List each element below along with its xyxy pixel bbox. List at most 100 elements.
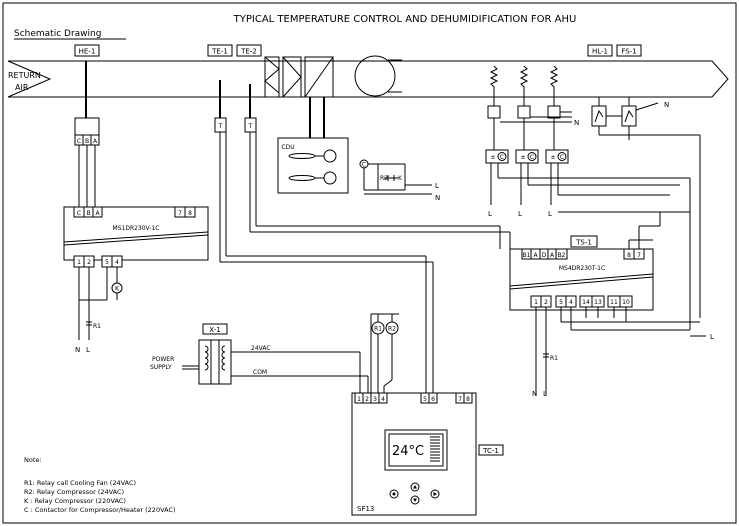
controller-display: 24°C <box>384 429 448 471</box>
svg-text:K: K <box>115 286 120 293</box>
display-temperature: 24°C <box>392 444 424 459</box>
svg-text:TE-1: TE-1 <box>211 48 228 56</box>
svg-text:C: C <box>500 154 504 161</box>
svg-text:4: 4 <box>569 299 573 306</box>
svg-text:6: 6 <box>431 396 435 403</box>
left-r1-label: R1 <box>93 323 101 330</box>
svg-text:HL-1: HL-1 <box>592 48 608 56</box>
power-supply-label-2: SUPPLY <box>150 364 172 371</box>
tag-fs1: FS-1 <box>616 44 642 57</box>
svg-text:13: 13 <box>594 299 602 306</box>
controller-down-button[interactable] <box>410 495 420 505</box>
contactor-c: C <box>359 159 369 169</box>
svg-text:8: 8 <box>627 252 631 259</box>
svg-text:±: ± <box>490 154 495 161</box>
label-com: COM <box>253 369 267 376</box>
heater-neutral-label: N <box>574 119 579 127</box>
svg-text:10: 10 <box>622 299 630 306</box>
relay-r1-coil: R1 <box>371 314 385 393</box>
svg-text:3: 3 <box>373 396 377 403</box>
svg-text:11: 11 <box>610 299 618 306</box>
svg-text:CDU: CDU <box>281 144 294 151</box>
svg-text:B2: B2 <box>558 252 566 259</box>
r2-contact-label: R2 <box>380 175 388 182</box>
svg-text:±: ± <box>550 154 555 161</box>
svg-text:8: 8 <box>188 210 192 217</box>
controller-power-button[interactable] <box>389 489 399 499</box>
svg-text:B1: B1 <box>523 252 531 259</box>
duct-cooling-coil-icon <box>304 56 334 98</box>
drawing-subtitle: Schematic Drawing <box>14 29 101 39</box>
svg-text:4: 4 <box>381 396 385 403</box>
svg-text:TS-1: TS-1 <box>575 239 592 247</box>
right-line-l: L <box>710 333 714 341</box>
svg-text:5: 5 <box>423 396 427 403</box>
duct-fan-icon <box>354 55 402 97</box>
tag-tc1: TC-1 <box>478 444 504 456</box>
svg-text:T: T <box>218 123 223 130</box>
svg-text:T: T <box>248 123 253 130</box>
svg-text:R2: R2 <box>388 326 396 333</box>
note-item: R2: Relay Compressor (24VAC) <box>24 488 124 496</box>
svg-text:5: 5 <box>559 299 563 306</box>
heater2-line-l: L <box>518 210 522 218</box>
controller-up-button[interactable] <box>410 482 420 492</box>
transformer-x1: X-1 <box>198 323 232 385</box>
note-item: R1: Relay call Cooling Fan (24VAC) <box>24 479 136 487</box>
line-l-cdu: L <box>435 182 439 190</box>
right-supply-l: L <box>543 390 547 398</box>
controller-mode-button[interactable] <box>430 489 440 499</box>
svg-text:C: C <box>530 154 534 161</box>
svg-text:2: 2 <box>544 299 548 306</box>
svg-text:C: C <box>362 162 366 169</box>
svg-text:7: 7 <box>178 210 182 217</box>
high-limit-switch-hl1 <box>591 97 607 127</box>
svg-text:TC-1: TC-1 <box>482 447 499 455</box>
tag-he1: HE-1 <box>74 44 100 57</box>
label-24vac: 24VAC <box>251 345 271 352</box>
relay-k-coil: K <box>111 282 123 294</box>
controller-tc1: 1 2 3 4 5 6 7 8 <box>351 392 477 516</box>
return-air-label-1: RETURN <box>8 71 41 80</box>
tag-te2: TE-2 <box>236 44 262 57</box>
svg-text:A: A <box>550 252 555 259</box>
svg-text:FS-1: FS-1 <box>621 48 636 56</box>
svg-text:14: 14 <box>582 299 590 306</box>
controller-model: SF13 <box>357 505 374 513</box>
svg-text:C: C <box>77 138 81 145</box>
svg-text:D: D <box>542 252 547 259</box>
svg-text:R1: R1 <box>374 326 382 333</box>
relay-left-model: MS1DR230V-1C <box>113 225 160 232</box>
svg-text:C: C <box>77 210 81 217</box>
svg-text:A: A <box>95 210 100 217</box>
relay-module-right: B1 A D A B2 8 7 TS-1 MS4DR230T-1C 1 2 5 … <box>509 235 654 311</box>
fs1-neutral-label: N <box>664 101 669 109</box>
svg-text:B: B <box>86 210 90 217</box>
duct-filter-icon <box>264 56 302 98</box>
note-item: C : Contactor for Compressor/Heater (220… <box>24 506 176 514</box>
relay-r2-coil: R2 <box>383 314 399 393</box>
temperature-sensor-te2: T <box>244 84 257 133</box>
svg-text:A: A <box>93 138 98 145</box>
svg-text:X-1: X-1 <box>209 326 220 334</box>
svg-text:C: C <box>560 154 564 161</box>
notes-heading: Note: <box>24 456 42 464</box>
note-item: K : Relay Compressor (220VAC) <box>24 497 126 505</box>
air-duct <box>7 60 729 98</box>
svg-text:1: 1 <box>534 299 538 306</box>
svg-text:1: 1 <box>77 259 81 266</box>
tag-hl1: HL-1 <box>587 44 613 57</box>
return-air-label-2: AIR <box>15 83 29 92</box>
svg-text:2: 2 <box>365 396 369 403</box>
heater-contactors: ± C ± C ± C <box>485 149 569 164</box>
svg-text:A: A <box>533 252 538 259</box>
svg-text:TE-2: TE-2 <box>240 48 257 56</box>
right-r1-label: R1 <box>550 355 558 362</box>
svg-text:1: 1 <box>357 396 361 403</box>
tag-te1: TE-1 <box>207 44 233 57</box>
humidity-sensor-he1: C B A <box>74 61 100 146</box>
heater-elements <box>487 65 572 150</box>
svg-text:4: 4 <box>115 259 119 266</box>
relay-right-model: MS4DR230T-1C <box>559 265 605 272</box>
